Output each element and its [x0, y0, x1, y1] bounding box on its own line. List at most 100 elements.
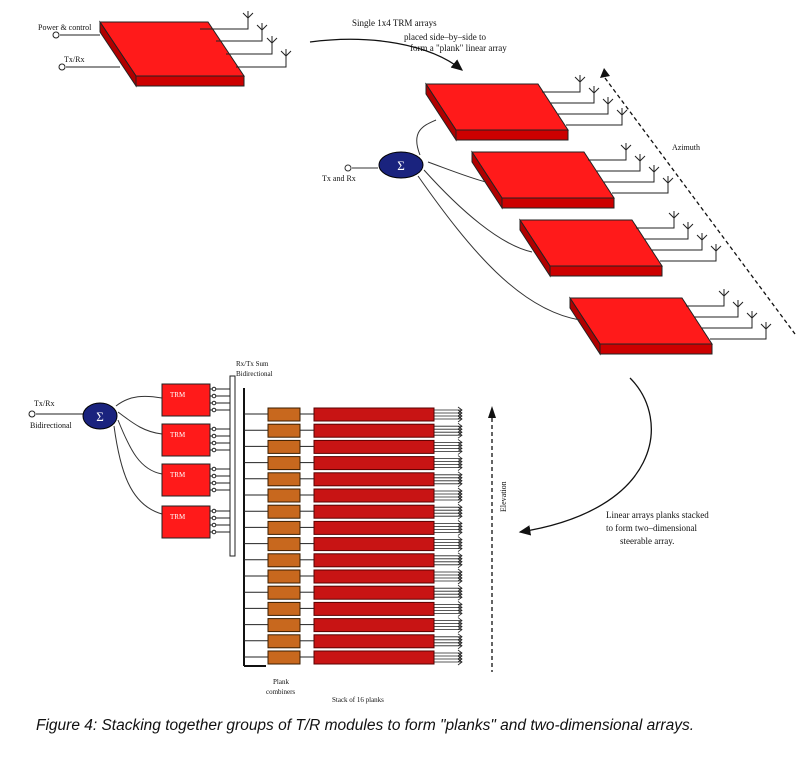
plank-element-antenna	[434, 642, 463, 650]
plank-element-antenna	[434, 445, 463, 452]
trm-port	[211, 440, 217, 446]
plank-antenna	[694, 300, 744, 318]
plank-element-antenna	[434, 639, 463, 647]
plank-bar	[313, 407, 435, 422]
plank-element-antenna	[434, 545, 463, 552]
plank-bar	[313, 585, 435, 600]
plank-element-antenna	[434, 480, 463, 488]
trm-port	[211, 386, 217, 392]
plank-element-antenna	[434, 477, 463, 485]
bus-label-line1: Rx/Tx Sum	[236, 360, 269, 368]
plank-antenna	[558, 97, 614, 115]
plank-bar	[313, 520, 435, 535]
plank-element-antenna	[434, 512, 463, 520]
plank-element-antenna	[434, 536, 463, 543]
plank-element-antenna	[434, 464, 463, 471]
combiners-label-line1: Plank	[273, 678, 289, 686]
stack-note-line1: Linear arrays planks stacked	[606, 510, 709, 520]
trm-port	[211, 487, 217, 493]
plank-bar	[313, 488, 435, 503]
plank-combiner	[267, 472, 301, 487]
plank-formation-arrow	[309, 38, 464, 71]
arrow-note-line1: Single 1x4 TRM arrays	[352, 18, 437, 28]
plank-antenna	[710, 322, 772, 340]
plank-combiner	[267, 553, 301, 568]
plank-bar	[313, 553, 435, 568]
azimuth-label: Azimuth	[672, 143, 700, 152]
stacking-arrow	[518, 377, 652, 536]
plank-antenna	[542, 75, 586, 93]
plank-bar	[313, 504, 435, 519]
trm-port	[211, 508, 217, 514]
plank-antenna	[686, 289, 730, 307]
plank-element-antenna	[434, 503, 463, 511]
trm-label: TRM	[170, 431, 186, 439]
sum-bus-upper	[229, 375, 236, 557]
plank-element-antenna	[434, 431, 463, 439]
plank-element-antenna	[434, 542, 463, 549]
plank-bar	[313, 650, 435, 665]
plank-element-antenna	[434, 412, 463, 420]
trm-label: TRM	[170, 391, 186, 399]
two-d-sum-combiner	[82, 402, 118, 430]
plank-element-antenna	[434, 506, 463, 514]
trm-port	[211, 480, 217, 486]
trm-label: TRM	[170, 513, 186, 521]
plank-element-antenna	[434, 509, 463, 517]
plank-combiner	[267, 423, 301, 438]
stack-label: Stack of 16 planks	[332, 696, 384, 704]
combiners-label-line2: combiners	[266, 688, 295, 696]
plank-element-antenna	[434, 601, 463, 608]
plank-element-antenna	[434, 455, 463, 462]
plank-array-modules	[425, 82, 713, 356]
plank-element-antenna	[434, 461, 463, 468]
plank-bar	[313, 472, 435, 487]
plank-element-antenna	[434, 415, 463, 423]
plank-bar	[313, 601, 435, 616]
plank-element-antenna	[434, 496, 463, 504]
plank-element-antenna	[434, 626, 463, 633]
plank-combiner	[267, 504, 301, 519]
elevation-label: Elevation	[499, 481, 508, 512]
plank-element-antenna	[434, 409, 463, 417]
plank-antenna	[604, 165, 660, 183]
plank-antenna	[612, 176, 674, 194]
plank-antenna	[652, 233, 708, 251]
plank-combiner	[267, 520, 301, 535]
plank-element-antenna	[434, 617, 463, 624]
plank-array-antennas	[542, 75, 772, 340]
plank-element-antenna	[434, 574, 463, 582]
plank-element-antenna	[434, 607, 463, 614]
plank-antenna	[596, 154, 646, 172]
plank-bar	[313, 439, 435, 454]
plank-bar	[313, 569, 435, 584]
plank-combiner	[267, 407, 301, 422]
two-d-feed-lines	[113, 395, 163, 515]
plank-element-antenna	[434, 428, 463, 436]
plank-antenna	[566, 108, 628, 126]
plank-antenna	[636, 211, 680, 229]
plank-element-antenna	[434, 623, 463, 630]
plank-element-antenna	[434, 652, 463, 660]
plank-element-antenna	[434, 555, 463, 563]
plank-element-antenna	[434, 490, 463, 498]
plank-combiner	[267, 618, 301, 633]
plank-antenna	[660, 244, 722, 262]
plank-stack	[244, 406, 463, 666]
plank-element-antenna	[434, 422, 463, 430]
trm-box	[161, 505, 211, 539]
plank-element-antenna	[434, 568, 463, 576]
arrow-note-line2: placed side–by–side to	[404, 32, 486, 42]
trm-box	[161, 383, 211, 417]
plank-combiner	[267, 569, 301, 584]
single-module-antennas	[200, 11, 292, 68]
trm-port	[211, 407, 217, 413]
trm-port	[211, 447, 217, 453]
trm-port	[211, 393, 217, 399]
plank-element-antenna	[434, 442, 463, 449]
plank-element-antenna	[434, 539, 463, 546]
plank-element-antenna	[434, 493, 463, 501]
plank-antenna	[644, 222, 694, 240]
plank-element-antenna	[434, 552, 463, 560]
